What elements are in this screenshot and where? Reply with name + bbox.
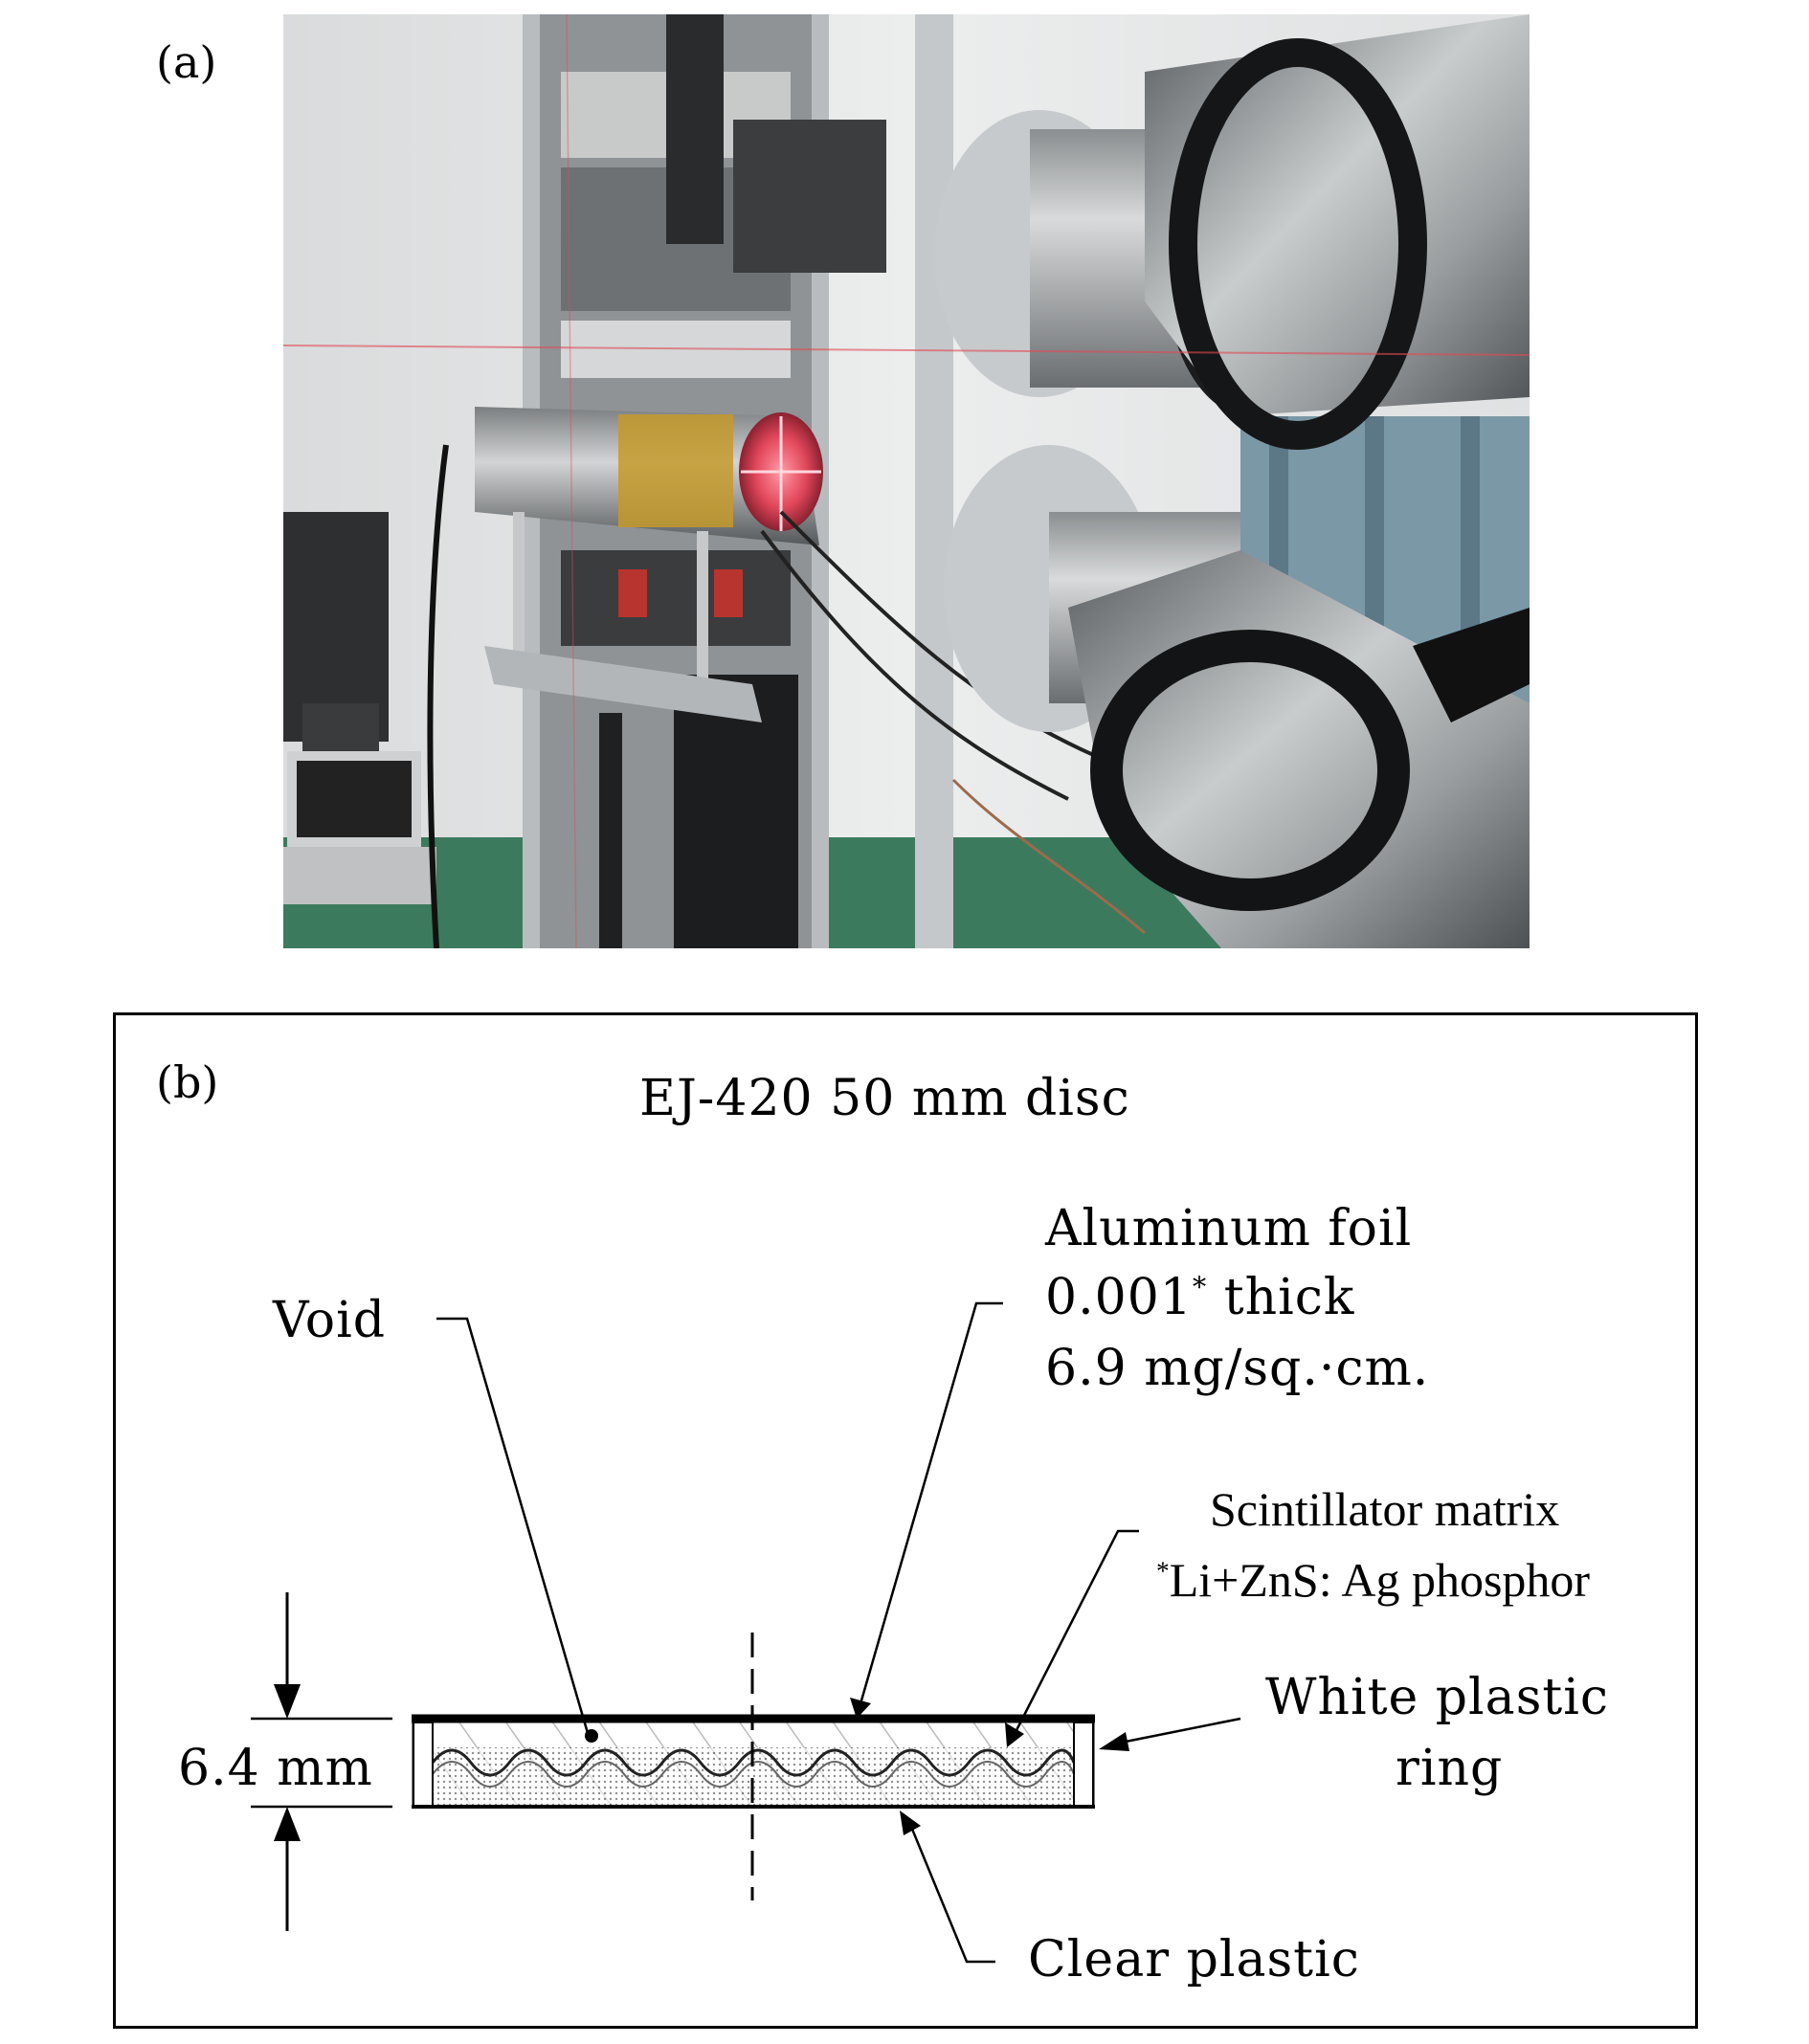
scintillator-label: Scintillator matrix (1210, 1482, 1560, 1536)
panel-b-label: (b) (156, 1056, 219, 1108)
white-ring-label-2: ring (1396, 1740, 1504, 1797)
panel-b-frame (113, 1012, 1698, 2029)
scintillator-composition-label: *Li+ZnS: Ag phosphor (1156, 1553, 1591, 1607)
lab-photo (283, 14, 1530, 948)
aluminum-thickness-label: 0.001* thick (1045, 1269, 1355, 1326)
void-label: Void (273, 1292, 387, 1349)
panel-a-label: (a) (156, 36, 217, 88)
aluminum-density-label: 6.9 mg/sq.·cm. (1045, 1340, 1430, 1397)
aluminum-foil-label: Aluminum foil (1045, 1200, 1413, 1257)
clear-plastic-label: Clear plastic (1028, 1931, 1360, 1988)
white-ring-label: White plastic (1265, 1669, 1610, 1726)
diagram-title: EJ-420 50 mm disc (639, 1070, 1130, 1127)
thickness-label: 6.4 mm (178, 1740, 373, 1797)
